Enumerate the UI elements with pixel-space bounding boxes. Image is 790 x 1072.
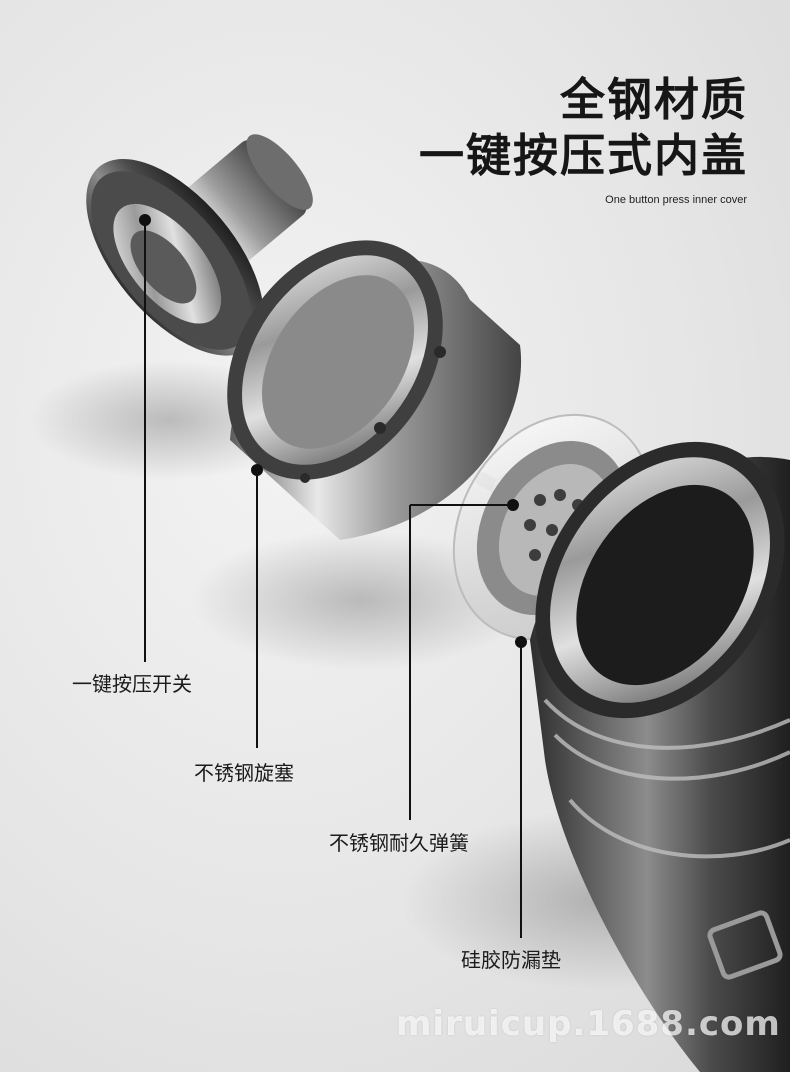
headline-line-2: 一键按压式内盖 [418,129,748,182]
callout-label-gasket: 硅胶防漏垫 [461,948,561,972]
push-button-switch [86,134,313,356]
stainless-plug [227,240,522,540]
callout-label-switch: 一键按压开关 [72,672,192,696]
headline: 全钢材质 一键按压式内盖 [419,72,748,184]
bottle-body [530,441,790,1072]
headline-subtitle: One button press inner cover [605,194,747,206]
callout-leaders [139,214,527,938]
shadow [190,530,530,670]
watermark: miruicup.1688.com [396,1004,781,1044]
callout-label-plug: 不锈钢旋塞 [194,761,294,785]
headline-line-1: 全钢材质 [559,73,748,126]
callout-label-spring: 不锈钢耐久弹簧 [329,831,469,855]
